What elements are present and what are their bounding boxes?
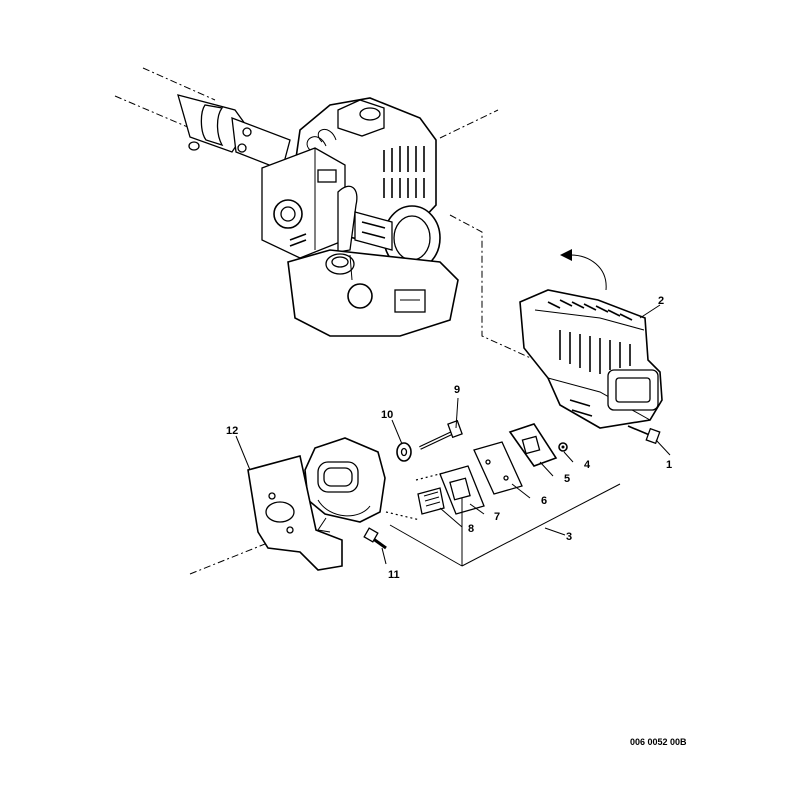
drive-shaft-tube bbox=[114, 67, 291, 171]
muffler bbox=[304, 437, 386, 533]
callout-labels: 1 2 3 4 5 6 7 8 9 10 11 12 bbox=[226, 295, 672, 581]
part-2-shroud bbox=[519, 289, 663, 429]
part-7-gasket bbox=[439, 465, 485, 515]
callout-9: 9 bbox=[454, 384, 460, 396]
callout-11: 11 bbox=[388, 569, 400, 581]
part-9-bolt bbox=[419, 419, 463, 450]
callout-10: 10 bbox=[381, 409, 393, 421]
reference-code: 006 0052 00B bbox=[630, 737, 687, 747]
part-1-screw bbox=[627, 425, 661, 445]
part-6-plate bbox=[473, 441, 523, 495]
callout-leaders bbox=[235, 304, 671, 567]
callout-3: 3 bbox=[566, 531, 572, 543]
part-5-flange bbox=[508, 423, 558, 467]
rotation-arrow bbox=[560, 249, 607, 291]
callout-5: 5 bbox=[564, 473, 570, 485]
callout-8: 8 bbox=[468, 523, 474, 535]
engine-assembly bbox=[261, 97, 459, 337]
callout-4: 4 bbox=[584, 459, 591, 471]
part-11-screw bbox=[363, 527, 387, 550]
cylinder-fins bbox=[383, 146, 425, 198]
callout-12: 12 bbox=[226, 425, 238, 437]
part-4-nut bbox=[558, 442, 568, 452]
part-12-heat-shield bbox=[247, 455, 343, 571]
shroud-slots bbox=[547, 299, 633, 417]
callout-1: 1 bbox=[666, 459, 672, 471]
callout-6: 6 bbox=[541, 495, 547, 507]
part-8-screen bbox=[417, 487, 445, 515]
callout-2: 2 bbox=[658, 295, 664, 307]
callout-7: 7 bbox=[494, 511, 500, 523]
part-10-washer bbox=[396, 442, 412, 462]
alignment-lines bbox=[189, 109, 536, 575]
